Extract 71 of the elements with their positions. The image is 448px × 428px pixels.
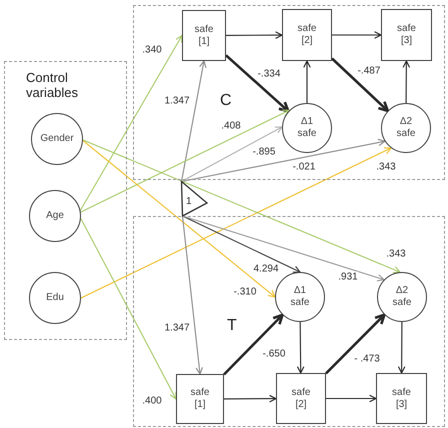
arrow	[181, 138, 386, 182]
edge-label: .931	[337, 272, 359, 282]
variable-circle	[29, 190, 81, 242]
node-label: Edu	[46, 292, 64, 304]
arrow	[181, 126, 283, 182]
arrow	[331, 58, 390, 112]
edge-label: -.310	[232, 286, 258, 298]
edge-label: -.334	[256, 68, 282, 80]
edge-label: -.021	[292, 162, 316, 172]
group-label: Control variables	[26, 70, 80, 100]
variable-box	[276, 373, 326, 424]
variable-circle	[282, 103, 332, 153]
edge-label: -.650	[262, 348, 286, 360]
node-label: safe [2]	[296, 23, 318, 47]
node-label: Δ1 safe	[290, 285, 310, 309]
variable-box	[376, 373, 427, 424]
arrow	[398, 322, 406, 374]
edge-label: .343	[385, 248, 407, 260]
node-label: safe [3]	[396, 23, 417, 47]
arrow	[182, 216, 301, 273]
arrow	[402, 60, 410, 103]
group-label: C	[220, 92, 232, 110]
node-label: Age	[46, 210, 64, 222]
arrow	[326, 394, 377, 402]
edge-label: - .473	[353, 354, 381, 364]
variable-circle	[275, 272, 325, 322]
node-label: safe [1]	[194, 24, 214, 48]
arrow	[225, 54, 290, 113]
arrow	[325, 313, 386, 374]
node-label: Δ1 safe	[296, 116, 318, 140]
edge-label: 4.294	[252, 264, 280, 274]
variable-box	[182, 10, 226, 61]
variable-circle	[29, 272, 81, 324]
node-label: Gender	[40, 133, 74, 145]
arrow	[223, 314, 284, 376]
node-label: Δ2 safe	[396, 116, 416, 140]
arrow	[303, 60, 311, 103]
arrow	[82, 140, 276, 298]
arrow	[226, 31, 283, 39]
arrow	[82, 140, 401, 274]
variable-box	[176, 374, 224, 424]
variable-box	[381, 9, 432, 61]
edge-label: 1.347	[163, 96, 191, 106]
edge-label: -.895	[252, 146, 276, 158]
node-label: safe [3]	[391, 386, 412, 410]
arrow	[296, 322, 304, 374]
dashed-group-frame	[4, 61, 127, 340]
variable-circle	[381, 103, 431, 153]
arrow	[224, 394, 277, 402]
arrow	[80, 218, 177, 400]
node-label: 1	[186, 196, 192, 208]
edge-label: -.487	[356, 66, 382, 76]
edge-label: .340	[141, 44, 163, 56]
node-label: safe [1]	[190, 387, 210, 411]
group-label: T	[227, 317, 237, 335]
variable-circle	[377, 272, 427, 322]
arrow	[80, 34, 183, 211]
arrow	[332, 31, 382, 39]
variable-circle	[31, 113, 83, 165]
node-label: Δ2 safe	[392, 285, 412, 309]
arrow	[80, 110, 290, 213]
edge-label: .343	[375, 162, 397, 172]
node-label: safe [2]	[290, 386, 312, 410]
edge-label: .408	[220, 120, 242, 132]
edge-label: .400	[141, 396, 163, 406]
arrow	[182, 215, 385, 282]
arrow	[80, 147, 392, 298]
edge-label: 1.347	[163, 322, 191, 334]
variable-box	[282, 9, 332, 61]
arrow	[182, 216, 204, 375]
arrow	[180, 60, 207, 182]
